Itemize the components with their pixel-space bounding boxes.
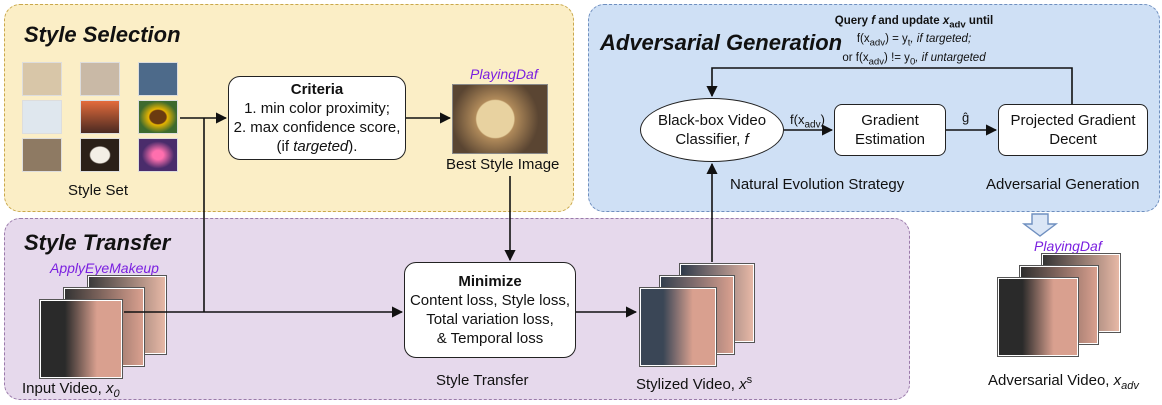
projected-gradient-box: Projected Gradient Decent bbox=[998, 104, 1148, 156]
criteria-line2: 2. max confidence score, bbox=[233, 119, 401, 136]
style-selection-title: Style Selection bbox=[24, 22, 181, 47]
video-frame bbox=[640, 288, 716, 366]
style-thumb bbox=[80, 100, 120, 134]
video-frame bbox=[998, 278, 1078, 356]
adv-gen-caption: Adversarial Generation bbox=[986, 176, 1140, 193]
g-hat-label: ĝ bbox=[962, 110, 970, 125]
style-thumb bbox=[138, 138, 178, 172]
classifier-line1: Black-box Video bbox=[657, 112, 767, 129]
style-thumb bbox=[138, 100, 178, 134]
adv-video-class: PlayingDaf bbox=[1034, 238, 1102, 254]
style-transfer-title: Style Transfer bbox=[24, 230, 171, 255]
style-thumb bbox=[138, 62, 178, 96]
style-set-label: Style Set bbox=[68, 182, 129, 199]
classifier-ellipse: Black-box Video Classifier, f bbox=[640, 98, 784, 162]
style-thumb bbox=[22, 62, 62, 96]
classifier-line2: Classifier, f bbox=[675, 131, 749, 148]
input-video-class: ApplyEyeMakeup bbox=[50, 260, 159, 276]
adv-video-label: Adversarial Video, xadv bbox=[988, 372, 1139, 392]
projected-line1: Projected Gradient bbox=[1010, 112, 1136, 129]
style-thumb bbox=[80, 62, 120, 96]
style-thumb bbox=[22, 100, 62, 134]
minimize-line2: Total variation loss, bbox=[426, 311, 554, 328]
best-style-class: PlayingDaf bbox=[470, 66, 538, 82]
style-thumb bbox=[80, 138, 120, 172]
down-hollow-arrow bbox=[1021, 213, 1059, 237]
gradient-estimation-line1: Gradient bbox=[861, 112, 919, 129]
projected-line2: Decent bbox=[1049, 131, 1097, 148]
style-transfer-caption: Style Transfer bbox=[436, 372, 529, 389]
video-frame bbox=[40, 300, 122, 378]
input-video-label: Input Video, x0 bbox=[22, 380, 120, 400]
best-style-image bbox=[452, 84, 548, 154]
minimize-line1: Content loss, Style loss, bbox=[409, 292, 571, 309]
gradient-estimation-box: Gradient Estimation bbox=[834, 104, 946, 156]
f-xadv-label: f(xadv) bbox=[790, 112, 825, 131]
adversarial-generation-title: Adversarial Generation bbox=[600, 30, 843, 55]
nes-caption: Natural Evolution Strategy bbox=[730, 176, 905, 193]
criteria-title: Criteria bbox=[290, 81, 344, 98]
best-style-label: Best Style Image bbox=[446, 156, 560, 173]
minimize-line3: & Temporal loss bbox=[436, 330, 544, 347]
criteria-box: Criteria 1. min color proximity; 2. max … bbox=[228, 76, 406, 160]
query-condition: Query f and update xadv until f(xadv) = … bbox=[834, 15, 994, 67]
gradient-estimation-line2: Estimation bbox=[854, 131, 926, 148]
minimize-box: Minimize Content loss, Style loss, Total… bbox=[404, 262, 576, 358]
stylized-video-label: Stylized Video, xs bbox=[636, 374, 753, 393]
minimize-title: Minimize bbox=[458, 273, 522, 290]
style-thumb bbox=[22, 138, 62, 172]
criteria-line3: (if targeted). bbox=[276, 138, 358, 155]
criteria-line1: 1. min color proximity; bbox=[244, 100, 390, 117]
